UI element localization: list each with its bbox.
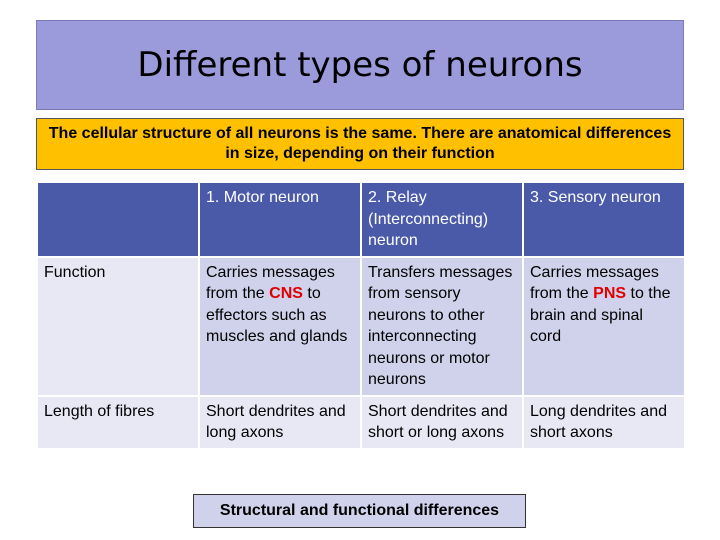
cell-text: to the brain and spinal cord [530,285,671,345]
row-label-function: Function [36,255,200,397]
table-header-row: 1. Motor neuron 2. Relay (Interconnectin… [36,181,686,258]
cell-text: Carries messages from the [530,263,659,303]
neuron-comparison-table: 1. Motor neuron 2. Relay (Interconnectin… [36,181,686,450]
intro-banner: The cellular structure of all neurons is… [36,118,684,170]
cell-length-relay: Short dendrites and short or long axons [360,394,524,450]
title-box: Different types of neurons [36,20,684,110]
cell-text: to effectors such as muscles and glands [206,285,348,345]
slide-title: Different types of neurons [137,45,583,85]
header-cell-empty [36,181,200,258]
cell-length-motor: Short dendrites and long axons [198,394,362,450]
cell-length-sensory: Long dendrites and short axons [522,394,686,450]
footer-caption: Structural and functional differences [193,494,526,528]
pns-highlight: PNS [593,285,627,302]
table-row-function: Function Carries messages from the CNS t… [36,255,686,397]
cns-highlight: CNS [269,285,303,302]
row-label-length: Length of fibres [36,394,200,450]
header-cell-motor: 1. Motor neuron [198,181,362,258]
cell-function-sensory: Carries messages from the PNS to the bra… [522,255,686,397]
cell-function-relay: Transfers messages from sensory neurons … [360,255,524,397]
header-cell-sensory: 3. Sensory neuron [522,181,686,258]
cell-text: Carries messages from the [206,263,335,303]
table-row-length: Length of fibres Short dendrites and lon… [36,394,686,450]
header-cell-relay: 2. Relay (Interconnecting) neuron [360,181,524,258]
cell-function-motor: Carries messages from the CNS to effecto… [198,255,362,397]
